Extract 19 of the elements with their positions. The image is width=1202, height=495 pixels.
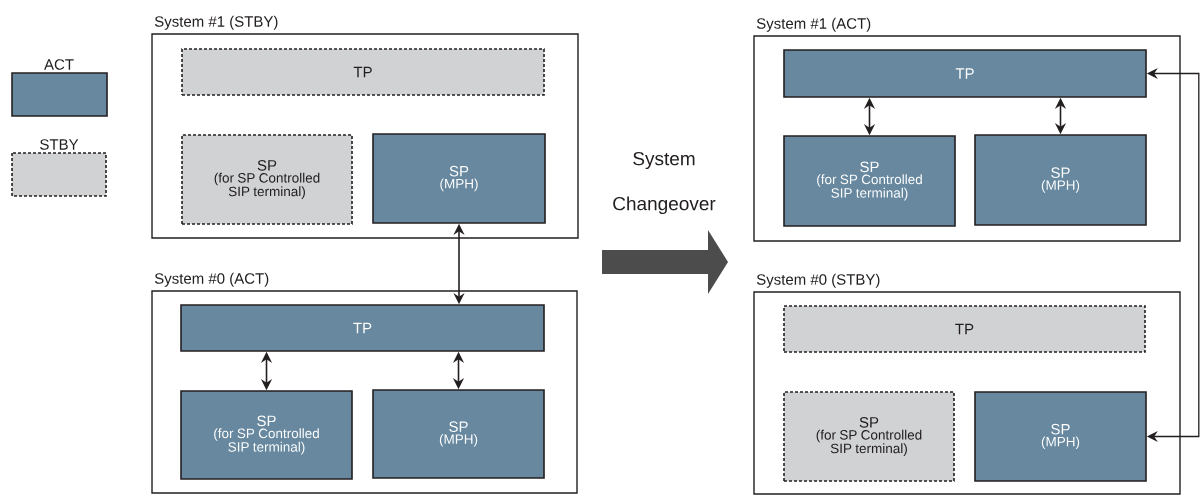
legend-label: ACT	[44, 59, 74, 70]
legend-label: STBY	[40, 139, 79, 150]
sp-box: SP (for SP Controlled SIP terminal)	[783, 135, 956, 227]
tp-box: TP	[181, 48, 545, 96]
sp-box: SP (MPH)	[372, 389, 545, 479]
sp-box: SP (for SP Controlled SIP terminal)	[180, 390, 353, 480]
sp-box: SP (MPH)	[974, 391, 1147, 482]
sp-box: SP (for SP Controlled SIP terminal)	[181, 134, 353, 225]
changeover-label: System Changeover	[613, 151, 716, 215]
node-label: System #0 (ACT)	[154, 272, 269, 287]
tp-box: TP	[180, 304, 545, 352]
tp-box: TP	[783, 305, 1146, 353]
sp-box: SP (MPH)	[974, 134, 1147, 226]
node-label: System #1 (STBY)	[154, 15, 278, 30]
tp-box: TP	[783, 49, 1147, 98]
sp-box: SP (for SP Controlled SIP terminal)	[783, 391, 955, 482]
node-label: System #0 (STBY)	[756, 273, 880, 288]
node-label: System #1 (ACT)	[756, 17, 871, 32]
sp-box: SP (MPH)	[372, 133, 546, 224]
